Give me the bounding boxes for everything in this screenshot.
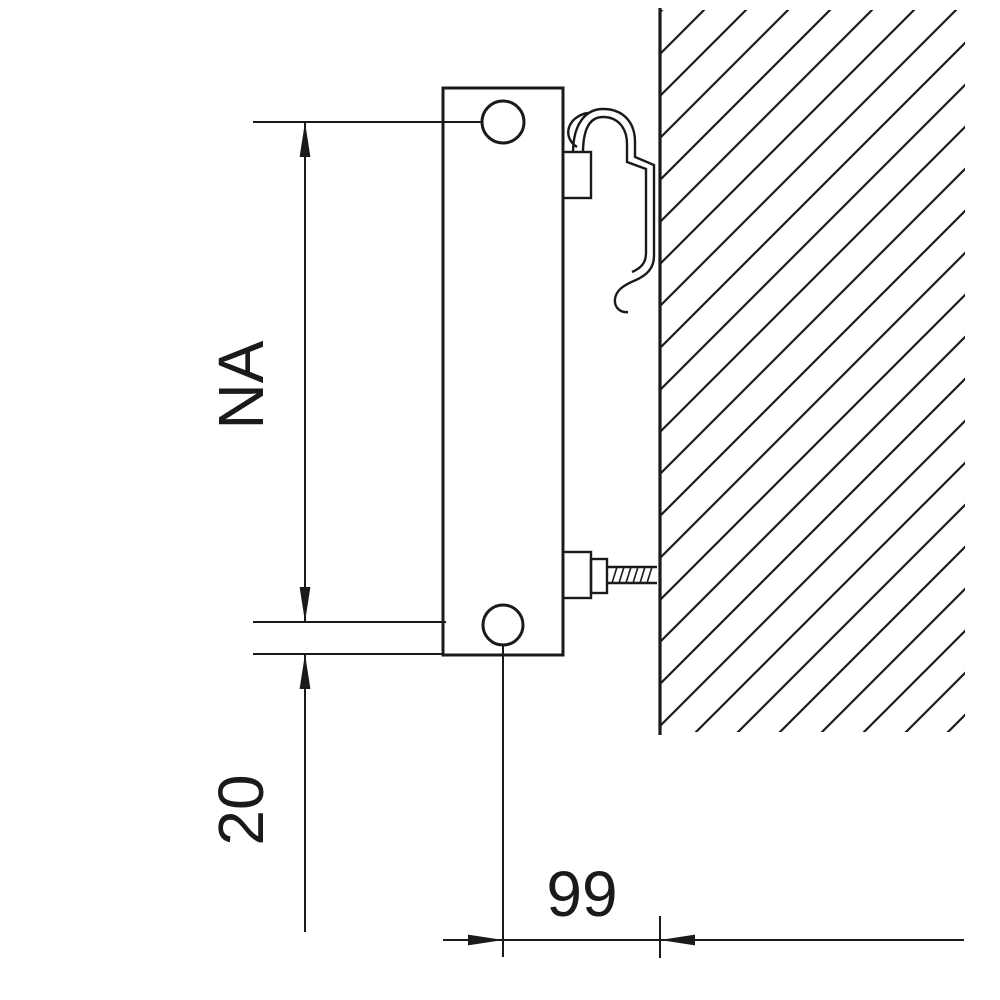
dimension-label-20: 20 bbox=[205, 774, 277, 845]
top-bracket bbox=[561, 107, 656, 314]
arrow-left-icon bbox=[660, 934, 695, 946]
dimension-label-99: 99 bbox=[546, 858, 617, 930]
dimension-hub-distance: NA bbox=[205, 121, 481, 623]
rod-thread-hatch bbox=[611, 566, 653, 584]
top-bracket-lug bbox=[561, 150, 593, 200]
dimension-bottom-offset: 20 bbox=[205, 653, 443, 932]
dimension-wall-distance: 99 bbox=[443, 645, 964, 958]
arrow-right-icon bbox=[468, 934, 503, 946]
wall-hatch bbox=[661, 10, 965, 732]
arrow-up-icon bbox=[299, 122, 311, 157]
bottom-bracket-adjuster bbox=[589, 557, 609, 595]
top-bracket-outer-edge bbox=[571, 107, 656, 314]
wall bbox=[658, 8, 965, 735]
arrow-up-icon bbox=[299, 654, 311, 689]
top-port-circle bbox=[480, 99, 526, 145]
dimension-label-na: NA bbox=[205, 340, 277, 429]
top-bracket-clip bbox=[567, 111, 589, 149]
radiator-body bbox=[441, 86, 565, 657]
radiator bbox=[441, 86, 565, 657]
top-bracket-inner-edge bbox=[581, 115, 648, 274]
bottom-bracket bbox=[561, 550, 657, 600]
arrow-down-icon bbox=[299, 587, 311, 622]
bottom-bracket-lug bbox=[561, 550, 593, 600]
